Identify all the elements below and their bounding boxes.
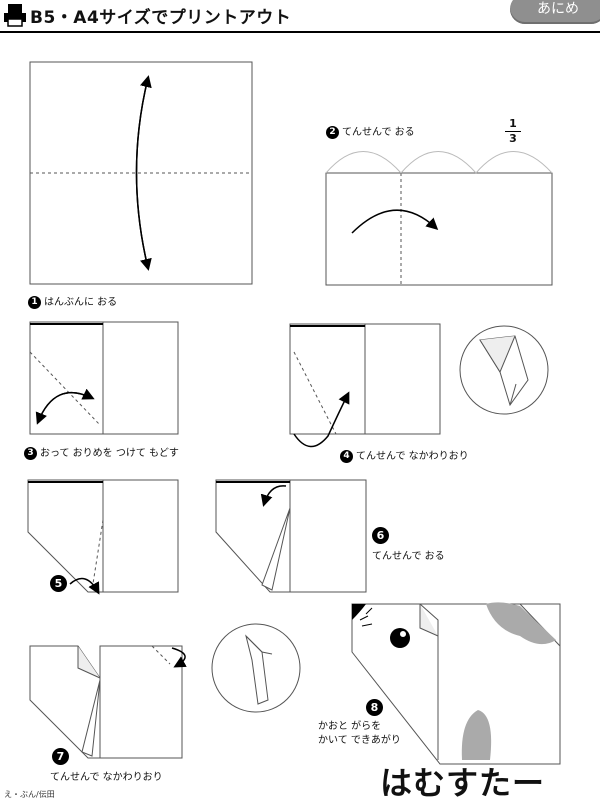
fraction-one-third: 1 3 xyxy=(503,118,523,145)
step4-number: 4 xyxy=(340,449,353,463)
page-title: B5・A4サイズでプリントアウト xyxy=(30,8,292,28)
step5-label: 5 xyxy=(50,572,67,592)
anime-tab[interactable]: あにめ xyxy=(510,0,600,24)
step7-figure xyxy=(29,623,301,759)
step7-text: てんせんで なかわりおり xyxy=(50,772,163,783)
fraction-denominator: 3 xyxy=(509,132,517,145)
step1-text: はんぶんに おる xyxy=(44,297,118,308)
step1-number: 1 xyxy=(28,295,41,309)
step1-figure xyxy=(29,61,253,285)
step3-number: 3 xyxy=(24,446,37,460)
step8-number: 8 xyxy=(366,699,383,716)
step3-text: おって おりめを つけて もどす xyxy=(40,448,179,459)
step8-number-wrap: 8 xyxy=(366,696,383,716)
printer-icon xyxy=(4,4,26,27)
step2-number: 2 xyxy=(326,125,339,139)
step6-text: てんせんで おる xyxy=(372,551,445,562)
step8-text-line1: かおと がらを xyxy=(318,721,382,732)
fraction-numerator: 1 xyxy=(509,117,517,130)
step4-text: てんせんで なかわりおり xyxy=(356,451,469,462)
step8-figure xyxy=(351,602,561,765)
hamster-title: はむすたー xyxy=(380,764,546,802)
step6-number: 6 xyxy=(372,527,389,544)
step6-figure xyxy=(215,479,367,593)
step7-number-wrap: 7 xyxy=(52,745,69,765)
header-divider xyxy=(0,31,600,33)
step3-figure xyxy=(29,321,179,435)
fraction-bar xyxy=(505,131,521,132)
step8-text-line2: かいて できあがり xyxy=(318,735,401,746)
step5-figure xyxy=(27,479,179,595)
step2-figure xyxy=(325,151,553,286)
step7-number: 7 xyxy=(52,748,69,765)
step5-number: 5 xyxy=(50,575,67,592)
step4-figure xyxy=(289,323,549,448)
credit-note: え・ぶん/伝田 xyxy=(4,790,55,799)
step2-text: てんせんで おる xyxy=(342,127,415,138)
header-bar: B5・A4サイズでプリントアウト あにめ xyxy=(0,0,600,34)
step6-number-wrap: 6 xyxy=(372,524,389,544)
